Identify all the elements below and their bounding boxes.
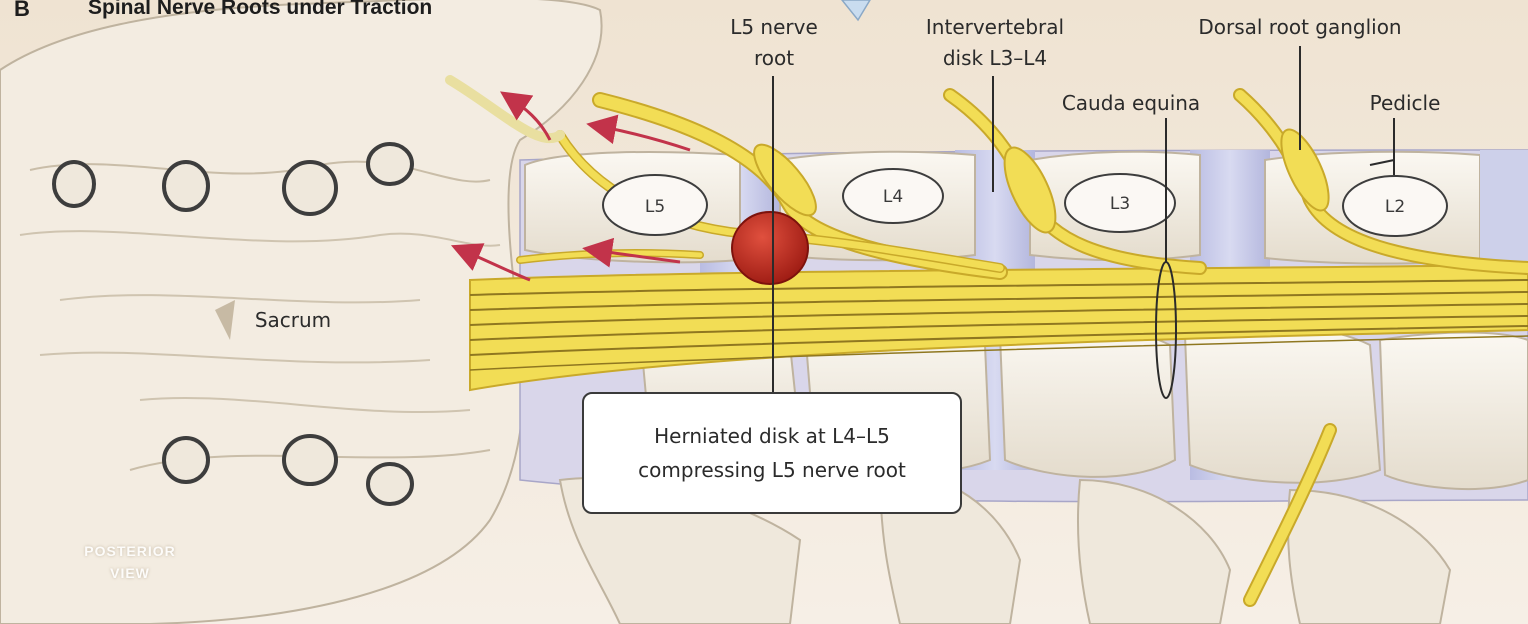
vertebra-label-l5: L5 <box>645 197 665 217</box>
dorsal-root-ganglion-label: Dorsal root ganglion <box>1180 12 1420 43</box>
callout-line1: Herniated disk at L4–L5 <box>654 419 890 453</box>
intervertebral-disk-label: Intervertebral disk L3–L4 <box>905 12 1085 74</box>
view-label-line2: VIEW <box>60 562 200 584</box>
l5-nerve-root-label: L5 nerve root <box>714 12 834 74</box>
intervertebral-disk-label-line1: Intervertebral <box>905 12 1085 43</box>
vertebra-label-l2: L2 <box>1385 197 1405 217</box>
pedicle-label: Pedicle <box>1360 88 1450 119</box>
vertebra-label-l4: L4 <box>883 187 903 207</box>
intervertebral-disk-label-line2: disk L3–L4 <box>905 43 1085 74</box>
callout-line2: compressing L5 nerve root <box>638 453 906 487</box>
sacrum-label: Sacrum <box>238 305 348 336</box>
herniated-disk <box>732 212 808 284</box>
vertebra-label-l3: L3 <box>1110 194 1130 214</box>
cauda-equina-label: Cauda equina <box>1046 88 1216 119</box>
l5-nerve-root-label-line2: root <box>714 43 834 74</box>
figure-title: Spinal Nerve Roots under Traction <box>88 0 432 20</box>
herniation-callout: Herniated disk at L4–L5 compressing L5 n… <box>582 392 962 514</box>
panel-letter: B <box>14 0 30 22</box>
view-label: POSTERIOR VIEW <box>60 540 200 584</box>
view-label-line1: POSTERIOR <box>60 540 200 562</box>
l5-nerve-root-label-line1: L5 nerve <box>714 12 834 43</box>
